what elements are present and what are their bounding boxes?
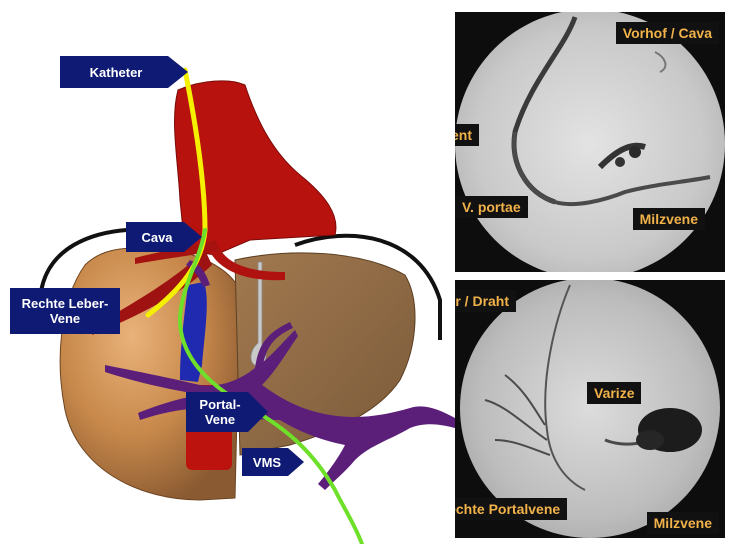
milzvene-bottom-label: Milzvene [647, 512, 719, 534]
vms-label: VMS [242, 448, 304, 476]
xray-image-top [455, 12, 725, 272]
v-portae-label: V. portae [455, 196, 528, 218]
portal-vene-text: Portal-Vene [195, 397, 245, 427]
xray-panel-bottom: Katheter / Draht Varize Rechte Portalven… [455, 280, 725, 538]
milzvene-top-label: Milzvene [633, 208, 705, 230]
portal-vene-label: Portal-Vene [186, 392, 268, 432]
katheter-text: Katheter [90, 65, 143, 80]
rechte-leber-vene-text: Rechte Leber-Vene [19, 296, 111, 326]
katheter-label: Katheter [60, 56, 188, 88]
vorhof-cava-label: Vorhof / Cava [616, 22, 719, 44]
xray-panel-top: Vorhof / Cava Stent V. portae Milzvene [455, 12, 725, 272]
cava-text: Cava [141, 230, 172, 245]
stent-label: Stent [455, 124, 479, 146]
cava-label: Cava [126, 222, 202, 252]
varize-label: Varize [587, 382, 641, 404]
vms-text: VMS [253, 455, 281, 470]
rechte-portalvene-label: Rechte Portalvene [455, 498, 567, 520]
katheter-draht-label: Katheter / Draht [455, 290, 516, 312]
rechte-leber-vene-label: Rechte Leber-Vene [10, 288, 120, 334]
